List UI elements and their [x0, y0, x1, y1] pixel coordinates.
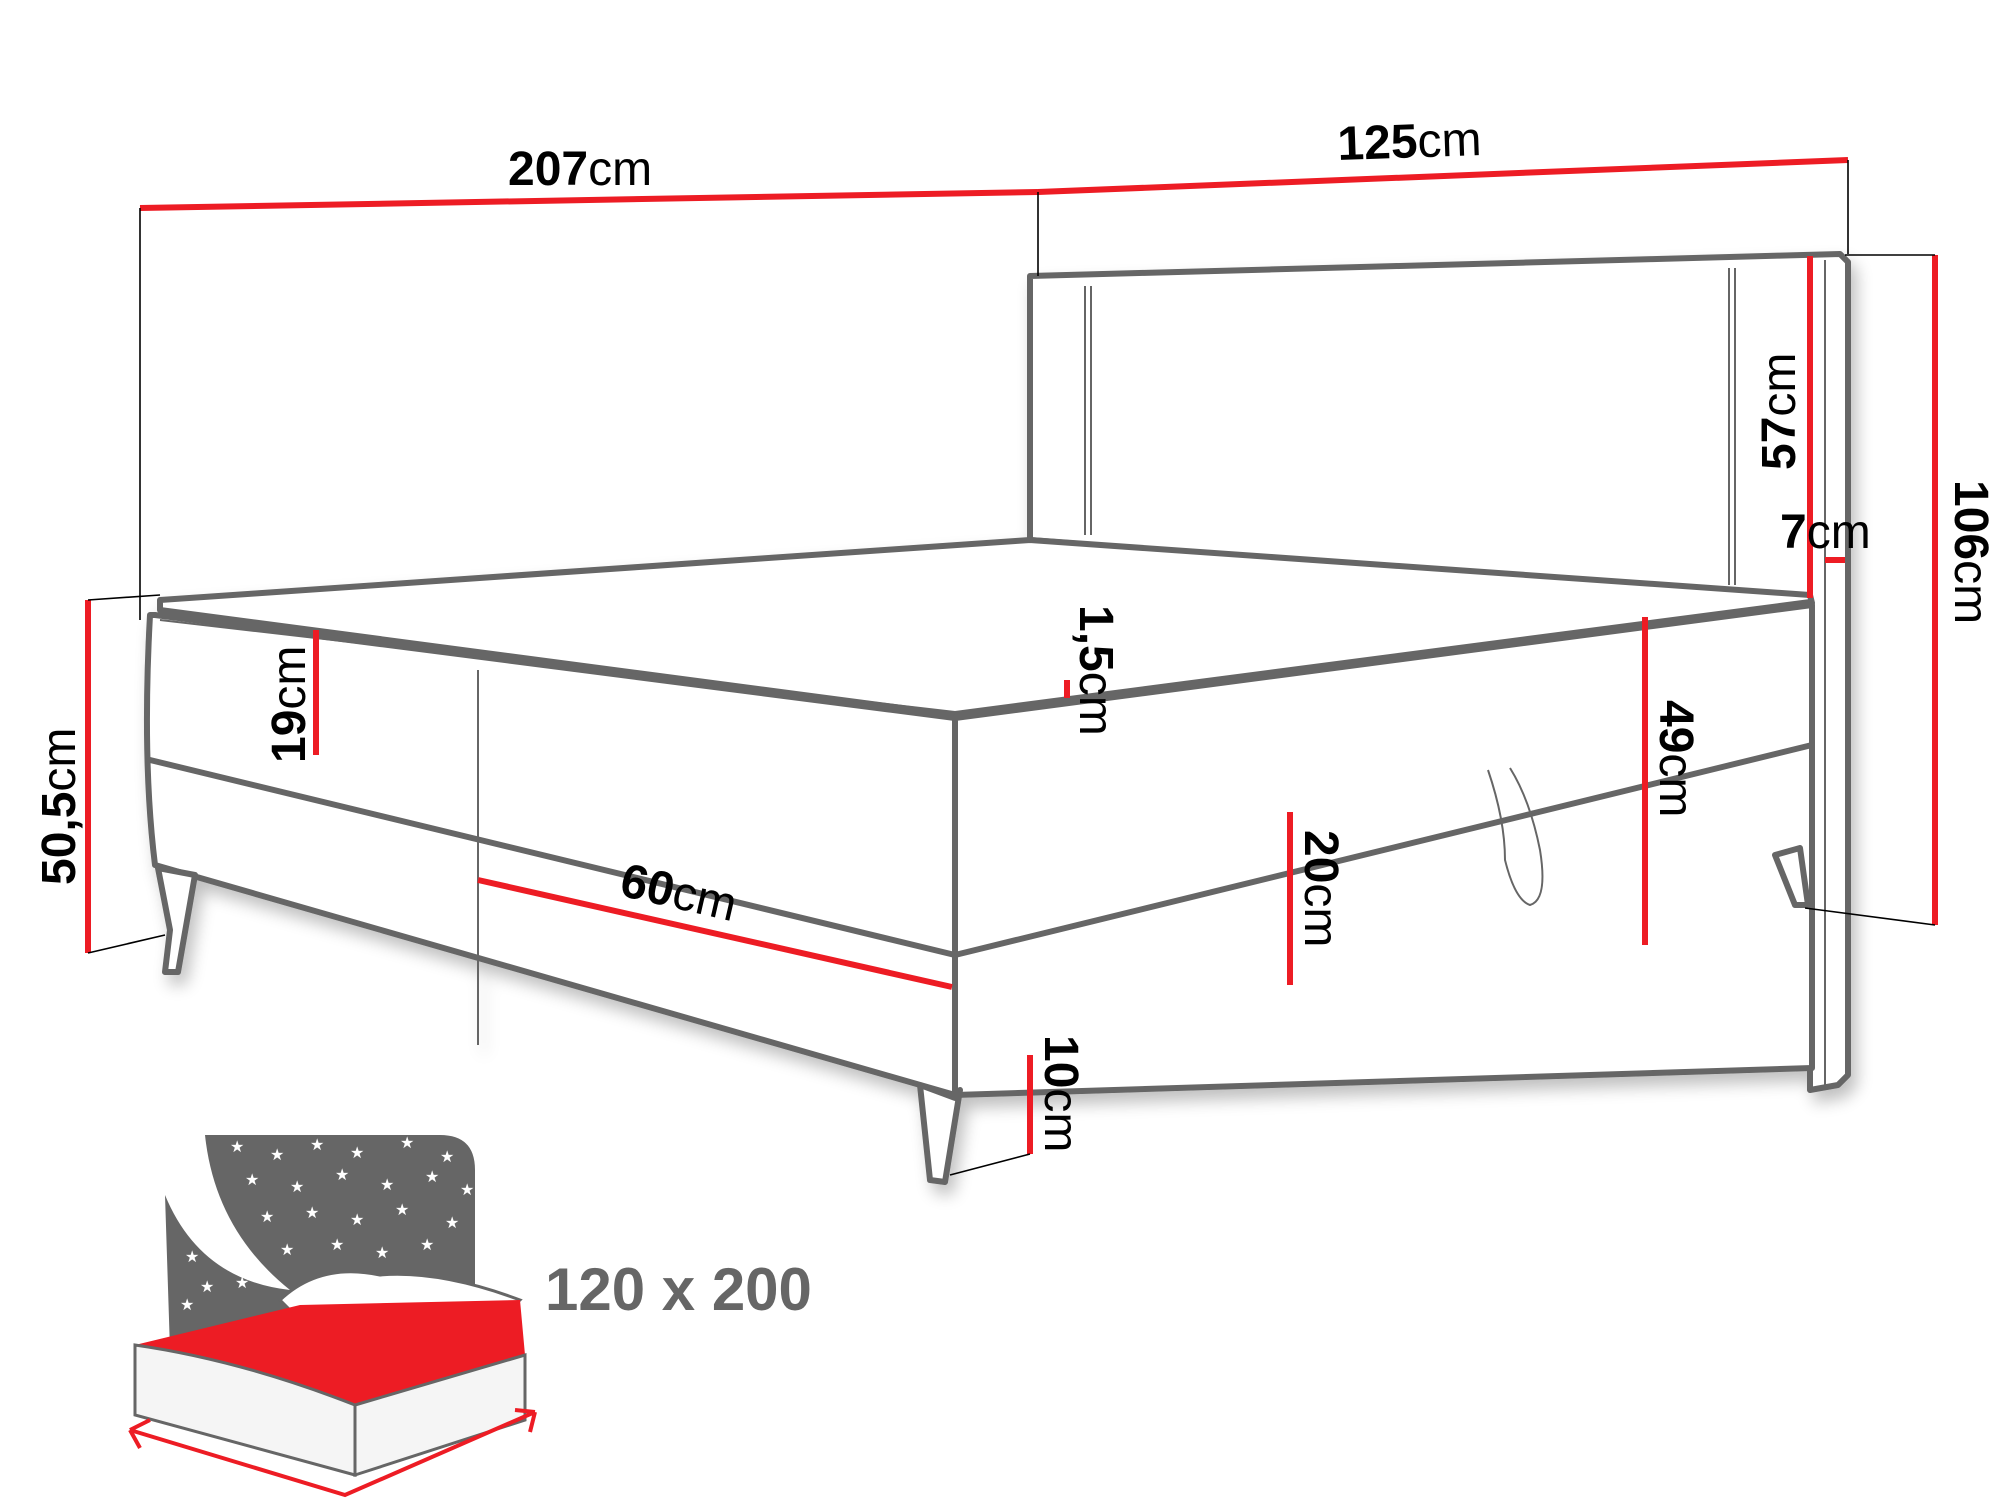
- svg-text:★: ★: [395, 1200, 409, 1219]
- label-total-height: 106cm: [1944, 480, 1997, 624]
- svg-text:★: ★: [400, 1133, 414, 1152]
- svg-text:★: ★: [445, 1213, 459, 1232]
- svg-text:★: ★: [235, 1273, 249, 1292]
- label-side-height: 49cm: [1649, 700, 1702, 817]
- dim-line-length: [139, 189, 1039, 211]
- label-bed-height: 50,5cm: [33, 728, 86, 885]
- svg-text:★: ★: [330, 1235, 344, 1254]
- label-topper-layer: 1,5cm: [1069, 605, 1122, 736]
- svg-text:★: ★: [230, 1137, 244, 1156]
- leg-front: [917, 1082, 963, 1185]
- svg-text:★: ★: [440, 1147, 454, 1166]
- leg-left: [155, 865, 198, 975]
- label-headboard-height: 57cm: [1753, 353, 1806, 470]
- dim-line-drawer-length: [477, 877, 953, 990]
- svg-text:★: ★: [260, 1207, 274, 1226]
- svg-text:★: ★: [350, 1143, 364, 1162]
- svg-text:★: ★: [425, 1167, 439, 1186]
- svg-text:★: ★: [185, 1247, 199, 1266]
- svg-text:★: ★: [375, 1243, 389, 1262]
- svg-text:★: ★: [420, 1235, 434, 1254]
- svg-text:★: ★: [245, 1170, 259, 1189]
- mattress-size-label: 120 x 200: [545, 1256, 812, 1323]
- svg-text:★: ★: [335, 1165, 349, 1184]
- label-width: 125cm: [1337, 113, 1483, 171]
- dim-line-width: [1037, 157, 1849, 195]
- bed-illustration: [143, 251, 1851, 1185]
- svg-text:★: ★: [290, 1177, 304, 1196]
- label-length: 207cm: [508, 143, 652, 196]
- svg-text:★: ★: [280, 1240, 294, 1259]
- stars-icon: ★★★ ★★★ ★★★ ★★★ ★★★ ★★★ ★★★ ★★★ ★: [180, 1133, 474, 1314]
- svg-text:★: ★: [460, 1180, 474, 1199]
- label-drawer-height: 20cm: [1294, 830, 1347, 947]
- svg-text:★: ★: [310, 1135, 324, 1154]
- leg-right: [1772, 845, 1811, 908]
- size-arrow-icon: [128, 1408, 537, 1498]
- svg-text:★: ★: [270, 1145, 284, 1164]
- label-topper: 19cm: [263, 646, 316, 763]
- svg-text:★: ★: [380, 1175, 394, 1194]
- drawer-strap: [1487, 767, 1544, 907]
- label-leg-height: 10cm: [1034, 1035, 1087, 1152]
- svg-text:★: ★: [350, 1210, 364, 1229]
- svg-text:★: ★: [180, 1295, 194, 1314]
- dimension-labels: 207cm 125cm 106cm 57cm 7cm 50,5cm 19cm 1…: [33, 113, 1997, 1152]
- svg-text:★: ★: [305, 1203, 319, 1222]
- dimension-lines: [85, 157, 1938, 1176]
- label-headboard-thickness: 7cm: [1780, 506, 1871, 559]
- svg-text:★: ★: [200, 1277, 214, 1296]
- bed-size-icon: ★★★ ★★★ ★★★ ★★★ ★★★ ★★★ ★★★ ★★★ ★ 120 x …: [128, 1133, 812, 1498]
- mattress-icon-top: [135, 1300, 525, 1405]
